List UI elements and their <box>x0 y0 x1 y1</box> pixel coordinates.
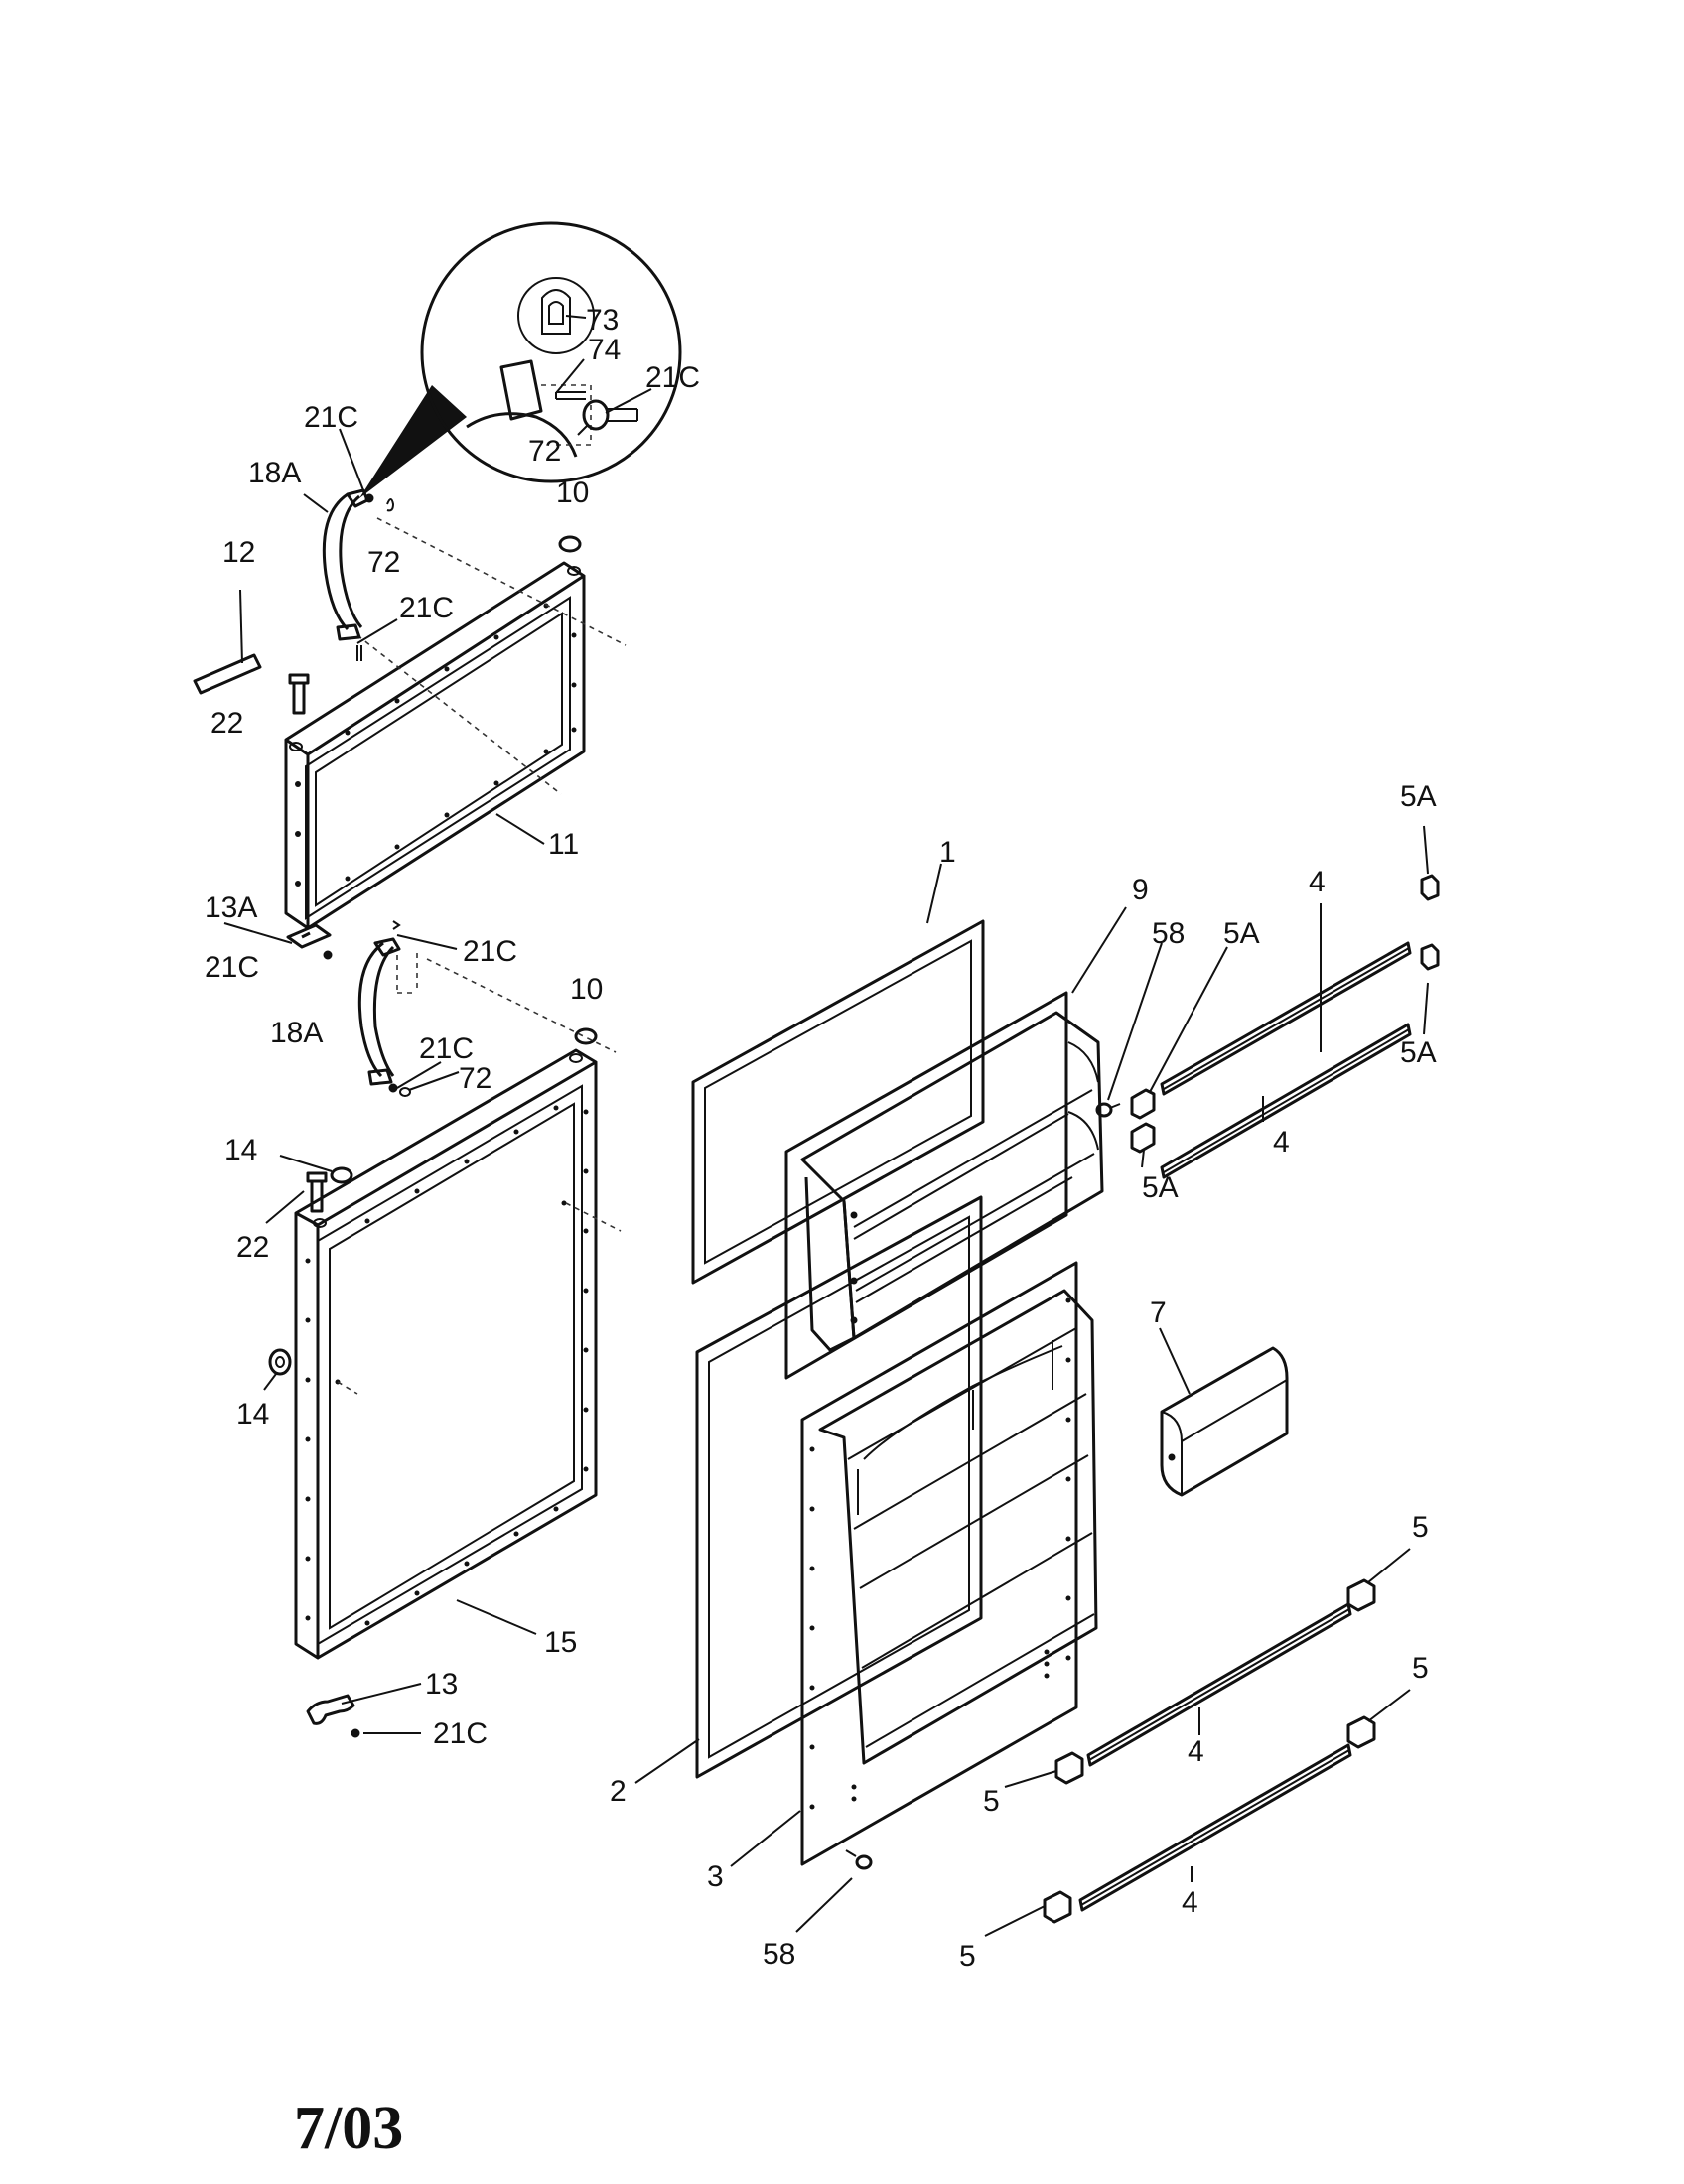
label-11: 11 <box>548 828 579 861</box>
detail-inset-circle <box>517 277 595 354</box>
shelf-rail-end-cap <box>1346 1715 1376 1749</box>
shelf-rail-end-cap <box>1130 1088 1156 1120</box>
label-58-top: 58 <box>1152 917 1185 950</box>
door-strip <box>193 653 262 695</box>
label-7: 7 <box>1150 1297 1167 1329</box>
door-hole <box>567 566 581 576</box>
label-13: 13 <box>425 1668 458 1701</box>
shelf-rail-end-cap <box>1054 1751 1084 1785</box>
label-58-bottom: 58 <box>763 1938 795 1971</box>
label-22-top: 22 <box>210 707 243 740</box>
label-3: 3 <box>707 1860 724 1893</box>
label-21c-hinge-left: 21C <box>205 951 259 984</box>
door-screw-top <box>288 673 310 715</box>
door-screw-bottom <box>306 1171 328 1213</box>
fresh-food-door-liner <box>800 1261 1098 1866</box>
label-10-top: 10 <box>556 477 589 509</box>
revision-date: 7/03 <box>294 2095 403 2162</box>
label-5-c: 5 <box>983 1785 1000 1818</box>
label-21c-detail: 21C <box>645 361 700 394</box>
label-5-d: 5 <box>959 1940 976 1973</box>
handle-clip-detail <box>541 289 571 335</box>
hole-plug-top <box>330 1166 353 1184</box>
washer-detail <box>582 399 610 431</box>
label-72-top: 72 <box>367 546 400 579</box>
label-74: 74 <box>588 334 621 366</box>
hole-plug-side <box>268 1348 292 1376</box>
callout-pointer <box>359 385 467 498</box>
freezer-handle <box>322 488 395 661</box>
shelf-rail-end-cap <box>1420 943 1440 971</box>
label-5a-top-right: 5A <box>1400 780 1437 813</box>
hinge-13 <box>306 1694 355 1725</box>
label-21c-hinge-bottom: 21C <box>433 1717 488 1750</box>
leader-lines <box>223 315 1429 1937</box>
label-5-a: 5 <box>1412 1511 1429 1544</box>
shelf-rail-end-cap <box>1420 874 1440 901</box>
label-72-detail: 72 <box>528 435 561 468</box>
shelf-rail-end-cap <box>1130 1122 1156 1154</box>
label-21c-top-handle: 21C <box>304 401 358 434</box>
detail-callout <box>359 221 682 498</box>
label-5-b: 5 <box>1412 1652 1429 1685</box>
label-4-mid: 4 <box>1188 1735 1204 1768</box>
label-4-top: 4 <box>1309 866 1326 898</box>
label-12: 12 <box>222 536 255 569</box>
label-4-bottom: 4 <box>1182 1886 1198 1919</box>
handle-end-detail <box>466 359 578 458</box>
fresh-food-gasket <box>695 1195 983 1779</box>
freezer-shelf-rails <box>1130 874 1440 1179</box>
freezer-gasket <box>691 919 985 1285</box>
label-13a: 13A <box>205 891 257 924</box>
label-22-bottom: 22 <box>236 1231 269 1264</box>
dairy-door <box>1160 1346 1289 1497</box>
label-14-side: 14 <box>236 1398 269 1431</box>
shelf-rail-end-cap <box>1346 1578 1376 1612</box>
shelf-rail-end-cap <box>1043 1890 1072 1924</box>
label-18a-bottom: 18A <box>270 1017 323 1049</box>
part-labels: 73 74 21C 72 21C 18A 72 10 12 21C 22 11 … <box>205 304 1437 1973</box>
freezer-door-outer <box>284 517 627 930</box>
label-10-bottom: 10 <box>570 973 603 1006</box>
hinge-13a <box>286 923 332 949</box>
label-4-second: 4 <box>1273 1126 1290 1159</box>
label-15: 15 <box>544 1626 577 1659</box>
screw-detail <box>555 391 586 400</box>
screw-58-bottom <box>845 1849 873 1870</box>
label-5a-right: 5A <box>1400 1036 1437 1069</box>
label-72-bottom: 72 <box>459 1062 491 1095</box>
label-14-top: 14 <box>224 1134 257 1166</box>
fresh-food-door-outer <box>294 1048 622 1660</box>
label-21c-top-lower: 21C <box>399 592 454 624</box>
label-2: 2 <box>610 1775 627 1808</box>
label-73: 73 <box>586 304 619 337</box>
label-1: 1 <box>939 836 956 869</box>
label-18a-top: 18A <box>248 457 301 489</box>
detail-circle <box>420 221 682 483</box>
label-5a-mid: 5A <box>1223 917 1260 950</box>
fresh-food-shelf-rails <box>1043 1578 1376 1924</box>
cap-bottom <box>574 1027 598 1045</box>
label-5a-low: 5A <box>1142 1171 1179 1204</box>
freezer-door-liner <box>784 991 1104 1380</box>
fresh-food-handle <box>357 920 617 1097</box>
cap-top <box>558 535 582 553</box>
label-21c-bottom-lower: 21C <box>419 1032 474 1065</box>
label-21c-bottom-handle: 21C <box>463 935 517 968</box>
label-9: 9 <box>1132 874 1149 906</box>
screw-58-top <box>1095 1102 1121 1118</box>
